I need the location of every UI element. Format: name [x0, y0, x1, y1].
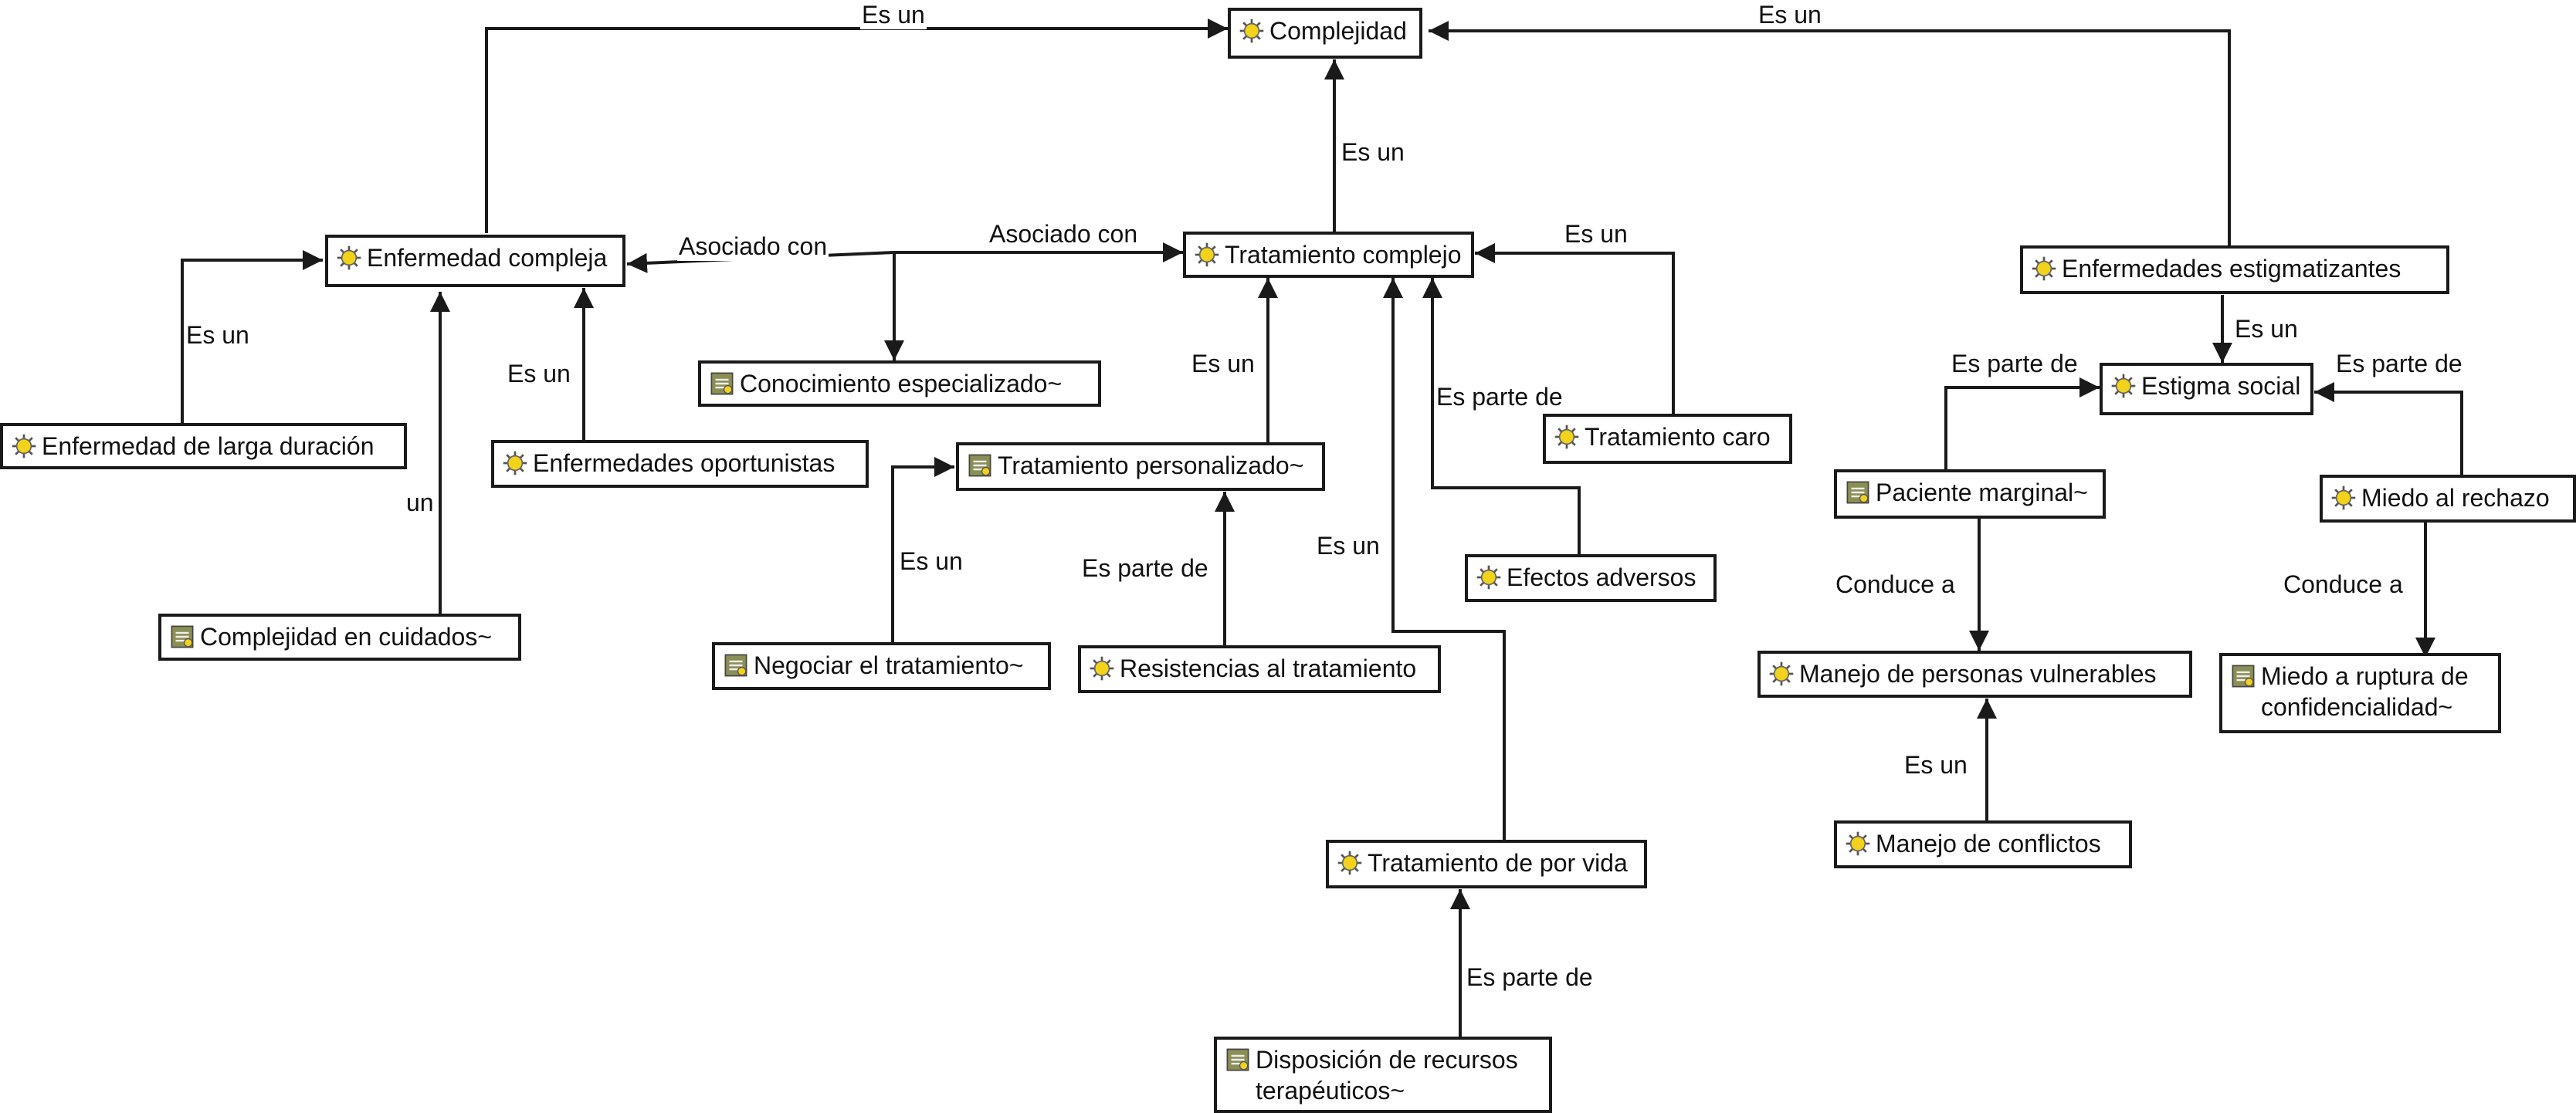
memo-icon: [967, 452, 993, 479]
concept-icon: [1476, 564, 1502, 590]
node-label: Manejo de personas vulnerables: [1799, 660, 2157, 688]
edge-label-conduce-a: Conduce a: [2282, 570, 2405, 599]
node-conocimiento-especializado[interactable]: Conocimiento especializado~: [698, 360, 1101, 407]
edge-label-es-parte-de: Es parte de: [1950, 349, 2079, 378]
concept-icon: [1768, 661, 1795, 687]
node-label: Manejo de conflictos: [1876, 830, 2101, 858]
node-label: Negociar el tratamiento~: [754, 651, 1024, 679]
memo-icon: [169, 624, 195, 650]
concept-icon: [1845, 831, 1871, 857]
edge-label-conduce-a: Conduce a: [1834, 570, 1957, 599]
node-label: Miedo a ruptura de confidencialidad~: [2261, 662, 2469, 721]
node-label: Tratamiento de por vida: [1368, 849, 1628, 877]
edge-caro-to-tratamiento-complejo: [1475, 243, 1675, 421]
edge-label-es-parte-de: Es parte de: [1080, 553, 1210, 583]
node-miedo-a-ruptura-de-confidencialidad[interactable]: Miedo a ruptura de confidencialidad~: [2219, 653, 2501, 733]
node-efectos-adversos[interactable]: Efectos adversos: [1465, 554, 1717, 602]
concept-icon: [1089, 655, 1115, 682]
node-label: Tratamiento personalizado~: [998, 452, 1304, 479]
node-label: Enfermedad de larga duración: [42, 432, 375, 460]
edge-label-es-parte-de: Es parte de: [2334, 349, 2464, 378]
edge-label-es-un: Es un: [1757, 0, 1823, 29]
node-enfermedades-estigmatizantes[interactable]: Enfermedades estigmatizantes: [2020, 245, 2449, 294]
node-manejo-de-personas-vulnerables[interactable]: Manejo de personas vulnerables: [1757, 651, 2192, 698]
node-tratamiento-personalizado[interactable]: Tratamiento personalizado~: [956, 442, 1325, 491]
concept-icon: [1194, 242, 1220, 268]
concept-icon: [2031, 255, 2057, 282]
node-enfermedad-larga-duracion[interactable]: Enfermedad de larga duración: [0, 423, 407, 469]
concept-icon: [11, 433, 37, 459]
node-disposicion-de-recursos-terapeuticos[interactable]: Disposición de recursos terapéuticos~: [1214, 1037, 1552, 1113]
edge-label-es-un: Es un: [898, 546, 964, 576]
node-label: Enfermedades oportunistas: [533, 449, 836, 477]
edge-label-asociado-con: Asociado con: [677, 232, 829, 261]
node-label: Tratamiento complejo: [1225, 241, 1462, 269]
node-label: Tratamiento caro: [1585, 423, 1771, 451]
node-paciente-marginal[interactable]: Paciente marginal~: [1834, 469, 2106, 519]
node-resistencias-al-tratamiento[interactable]: Resistencias al tratamiento: [1078, 645, 1441, 693]
node-label: Estigma social: [2141, 372, 2301, 400]
node-tratamiento-complejo[interactable]: Tratamiento complejo: [1183, 232, 1474, 278]
node-manejo-de-conflictos[interactable]: Manejo de conflictos: [1834, 820, 2132, 868]
concept-icon: [2330, 485, 2357, 511]
edge-label-es-un: Es un: [1563, 219, 1629, 249]
edge-por-vida-to-tratamiento-complejo: [1383, 278, 1506, 845]
node-label: Enfermedades estigmatizantes: [2062, 255, 2401, 282]
node-label: Conocimiento especializado~: [740, 370, 1063, 398]
edge-larga-duracion-to-enfermedad-compleja: [181, 250, 323, 423]
memo-icon: [2230, 663, 2256, 689]
node-label: Complejidad en cuidados~: [200, 623, 493, 651]
edge-label-asociado-con: Asociado con: [988, 219, 1140, 249]
node-label: Miedo al rechazo: [2361, 484, 2550, 512]
edge-label-es-parte-de: Es parte de: [1435, 382, 1564, 411]
node-label: Efectos adversos: [1507, 563, 1696, 591]
node-complejidad-en-cuidados[interactable]: Complejidad en cuidados~: [158, 614, 521, 661]
node-enfermedades-oportunistas[interactable]: Enfermedades oportunistas: [491, 440, 869, 488]
node-estigma-social[interactable]: Estigma social: [2100, 363, 2313, 415]
edge-label-es-un: Es un: [2233, 314, 2300, 343]
edge-marginal-to-estigma: [1944, 377, 2100, 469]
edge-negociar-to-personalizado: [891, 457, 954, 644]
concept-icon: [1554, 424, 1580, 450]
concept-icon: [2110, 373, 2137, 399]
node-label: Enfermedad compleja: [367, 244, 608, 272]
memo-icon: [1845, 479, 1871, 506]
concept-icon: [1337, 850, 1363, 876]
edge-label-es-un: Es un: [506, 359, 572, 388]
node-label: Resistencias al tratamiento: [1120, 655, 1417, 682]
node-negociar-el-tratamiento[interactable]: Negociar el tratamiento~: [712, 642, 1051, 690]
memo-icon: [1225, 1047, 1251, 1073]
edge-miedo-rechazo-to-estigma: [2314, 382, 2463, 479]
edge-enfermedad-compleja-to-complejidad: [485, 19, 1228, 233]
edge-label-es-un: Es un: [1315, 531, 1381, 560]
edge-label-es-un: Es un: [185, 320, 251, 350]
edge-label-es-parte-de: Es parte de: [1465, 962, 1595, 992]
edge-label-un: un: [405, 488, 436, 517]
node-enfermedad-compleja[interactable]: Enfermedad compleja: [325, 235, 625, 287]
memo-icon: [723, 652, 749, 678]
concept-icon: [1239, 18, 1265, 44]
node-label: Complejidad: [1269, 17, 1407, 45]
node-label: Disposición de recursos terapéuticos~: [1256, 1046, 1518, 1105]
edge-label-es-un: Es un: [1340, 137, 1406, 167]
concept-icon: [336, 245, 362, 271]
edge-adversos-to-tratamiento-complejo: [1422, 278, 1581, 561]
edge-label-es-un: Es un: [1903, 750, 1969, 780]
node-tratamiento-de-por-vida[interactable]: Tratamiento de por vida: [1326, 840, 1647, 888]
node-miedo-al-rechazo[interactable]: Miedo al rechazo: [2320, 475, 2576, 523]
edge-label-es-un: Es un: [860, 0, 927, 29]
node-complejidad[interactable]: Complejidad: [1228, 8, 1422, 59]
node-label: Paciente marginal~: [1876, 479, 2088, 506]
node-tratamiento-caro[interactable]: Tratamiento caro: [1543, 414, 1792, 464]
edge-estigmatizantes-to-complejidad: [1429, 21, 2231, 245]
edge-label-es-un: Es un: [1190, 349, 1256, 378]
memo-icon: [709, 370, 735, 397]
concept-icon: [502, 450, 528, 476]
